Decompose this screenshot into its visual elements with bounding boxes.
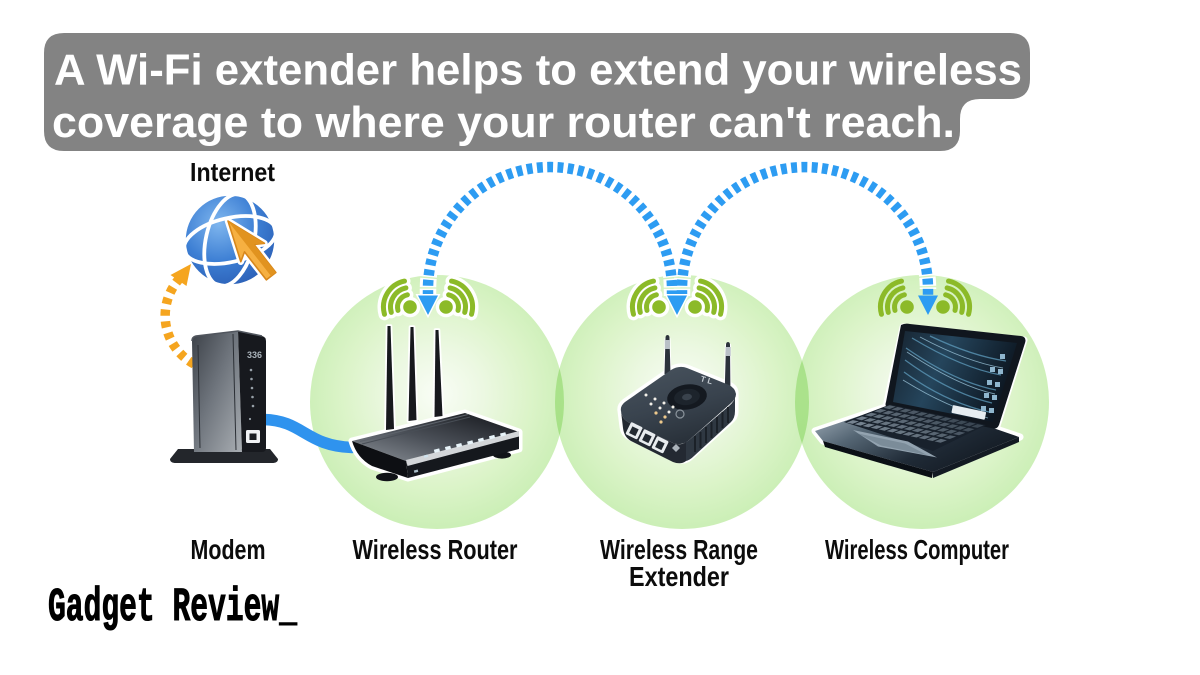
svg-text:Internet: Internet — [190, 157, 275, 187]
svg-text:coverage to where your router: coverage to where your router can't reac… — [52, 98, 955, 147]
svg-text:Wireless Range: Wireless Range — [600, 534, 758, 565]
svg-text:Extender: Extender — [629, 561, 729, 592]
svg-text:Wireless Computer: Wireless Computer — [825, 534, 1009, 565]
svg-text:336: 336 — [247, 350, 262, 361]
svg-text:Gadget Review_: Gadget Review_ — [48, 582, 297, 635]
svg-text:A Wi-Fi extender helps to exte: A Wi-Fi extender helps to extend your wi… — [54, 46, 1022, 95]
svg-text:Wireless Router: Wireless Router — [353, 534, 518, 565]
svg-text:Modem: Modem — [191, 534, 266, 565]
